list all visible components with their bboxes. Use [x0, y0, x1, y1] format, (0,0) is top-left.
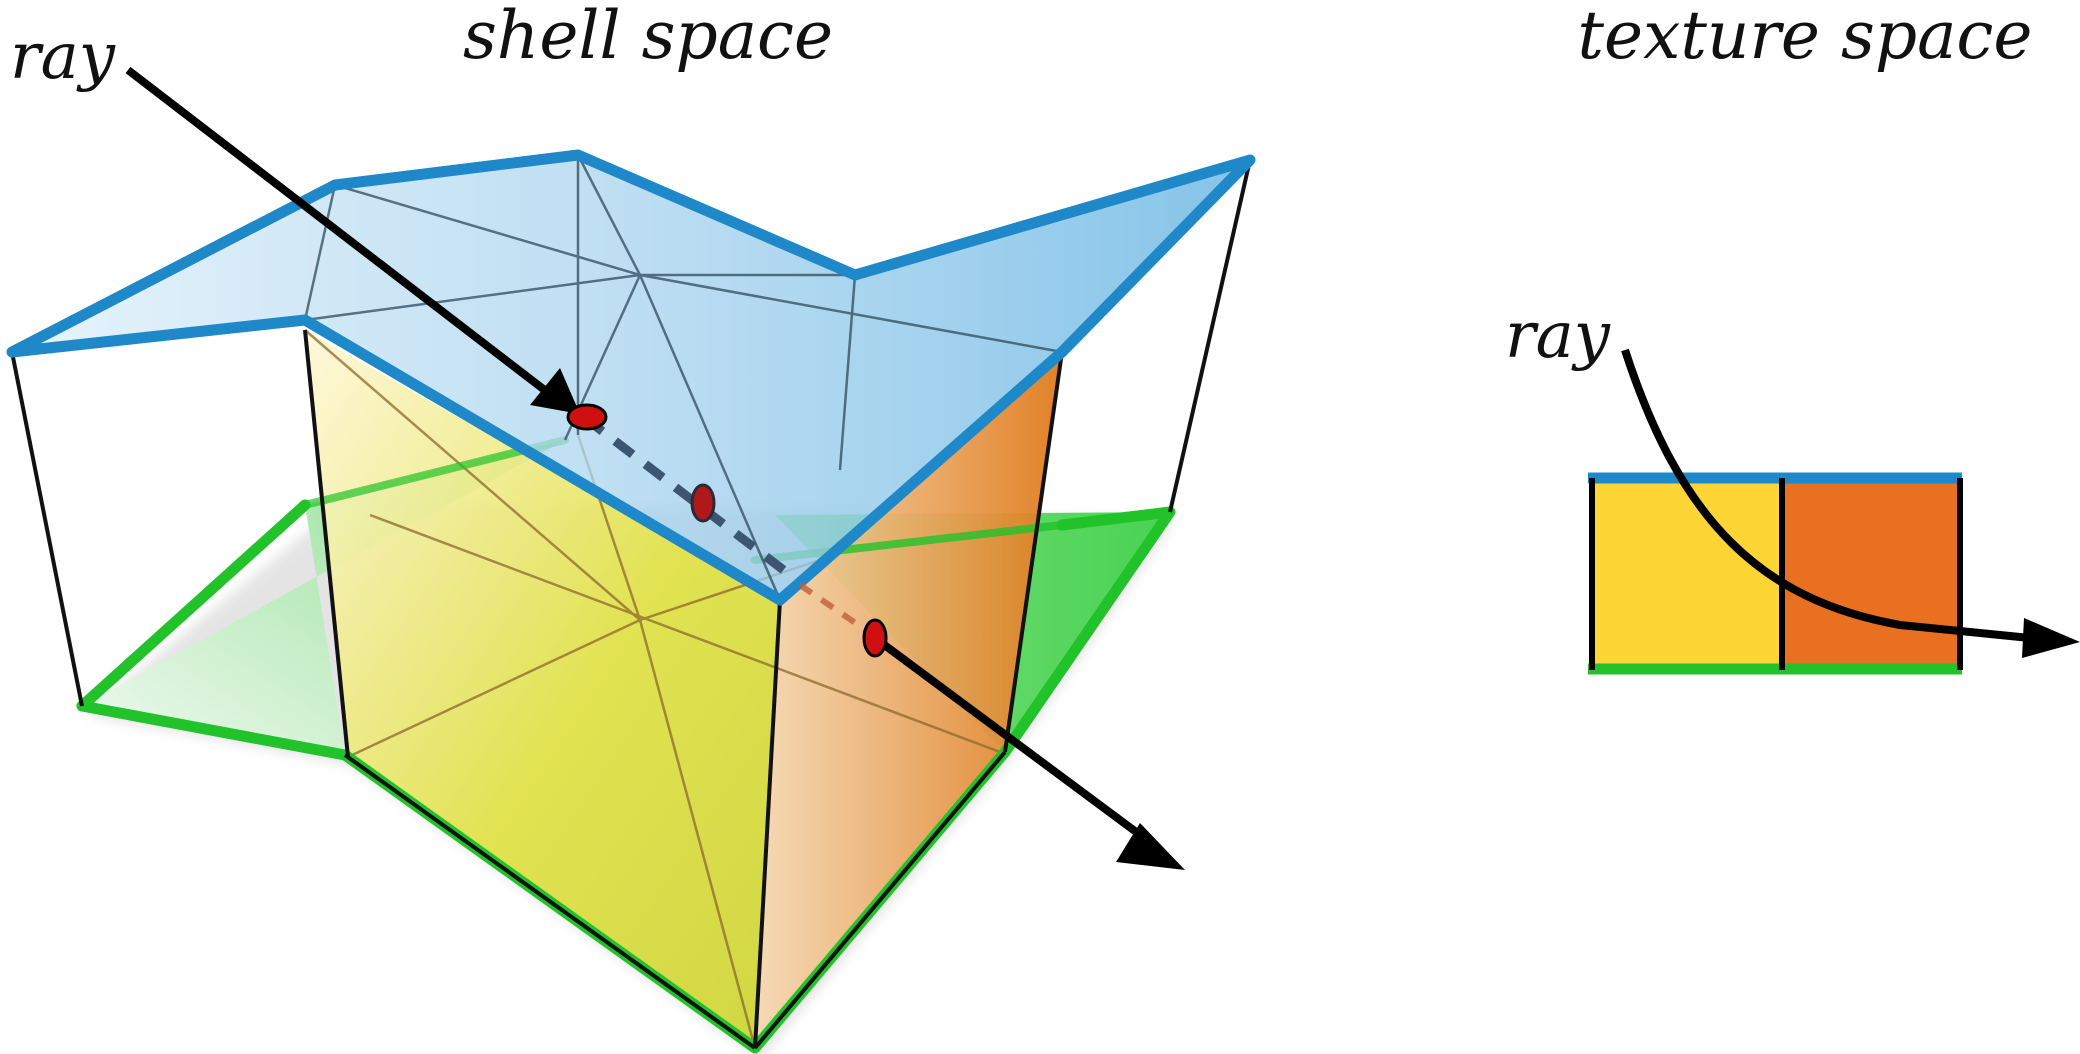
shell-ray-dashed-blue	[582, 414, 793, 579]
bottom-face-left	[82, 440, 565, 755]
shell-ray-outgoing-arrowhead	[1116, 823, 1185, 870]
top-edges	[6, 149, 1256, 606]
vertical-edges	[10, 159, 1252, 1050]
shell-ray-outgoing	[872, 634, 1158, 850]
texture-space-title: texture space	[1578, 0, 2033, 74]
texel-left	[1592, 480, 1782, 667]
shell-prism	[6, 66, 1256, 1054]
side-face-right	[755, 352, 1062, 1048]
top-mesh	[303, 154, 1063, 601]
texture-space	[1588, 348, 2080, 675]
texel-right	[1782, 480, 1960, 667]
shell-ray-incoming-arrowhead	[530, 368, 580, 414]
shell-ray	[125, 66, 1185, 870]
ray-label-left: ray	[10, 20, 116, 94]
side-face-front	[305, 330, 780, 1048]
shell-space-title: shell space	[463, 0, 833, 74]
top-face	[12, 155, 1250, 600]
hit-point-exit	[862, 618, 888, 658]
texture-ray-arrowhead	[2022, 618, 2080, 658]
hit-point-middle	[690, 483, 716, 523]
ray-label-right: ray	[1505, 299, 1611, 373]
hit-point-top	[566, 403, 608, 431]
shell-ray-incoming	[125, 66, 558, 402]
texture-ray-curve	[1621, 348, 2031, 642]
